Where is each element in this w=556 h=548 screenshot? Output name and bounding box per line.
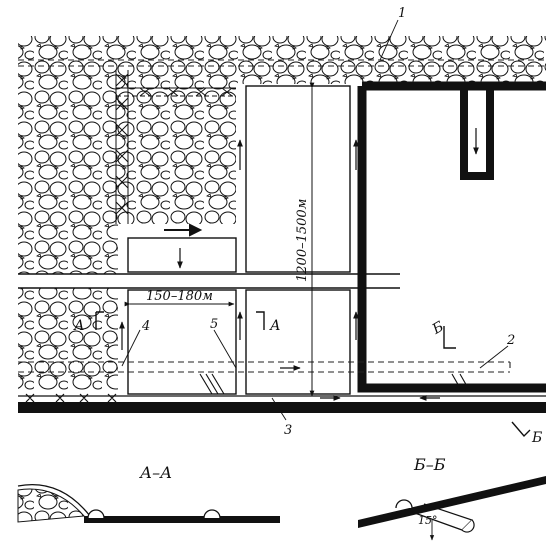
inclined-raises	[199, 373, 469, 395]
section-b-bottom-label: Б	[531, 430, 542, 446]
callout-5: 5	[210, 317, 218, 332]
dim-width-label: 150–180м	[146, 289, 213, 304]
support-crosses-horizontal	[116, 87, 236, 97]
rock-left-lower	[18, 288, 118, 390]
leader-lines	[121, 19, 509, 421]
section-aa-title: А–А	[139, 463, 172, 482]
section-mark-a-left	[95, 311, 104, 330]
callout-2: 2	[506, 333, 515, 348]
section-bb-title: Б–Б	[413, 455, 446, 474]
rock-upper-middle	[118, 84, 236, 224]
section-a-left-label: А	[73, 318, 85, 334]
angle-label: 15°	[418, 514, 438, 527]
haulage-drift	[18, 402, 546, 413]
section-mark-b-top	[443, 326, 456, 349]
block-middle-lower	[127, 289, 237, 395]
cross-drift	[18, 273, 400, 289]
section-a-right-label: А	[269, 318, 281, 334]
callout-4: 4	[141, 319, 150, 334]
block-right-lower	[245, 289, 351, 395]
callout-1: 1	[398, 6, 406, 21]
support-crosses-bottom	[25, 393, 117, 403]
callout-3: 3	[284, 423, 292, 438]
dim-height-label: 1200–1500м	[295, 199, 310, 282]
block-middle-upper	[127, 237, 237, 273]
section-mark-a-right	[256, 311, 265, 330]
arrow-icon	[164, 223, 203, 237]
flow-arrows	[119, 128, 479, 401]
section-mark-b-bottom	[511, 421, 531, 438]
goaf-outline-right	[357, 81, 546, 393]
section-bb-profile	[358, 476, 546, 541]
dashed-drift-lower	[18, 361, 511, 373]
section-aa-profile	[17, 483, 280, 523]
rock-left-upper	[18, 84, 118, 274]
goaf-notch	[460, 86, 494, 180]
block-right-upper	[245, 85, 351, 273]
